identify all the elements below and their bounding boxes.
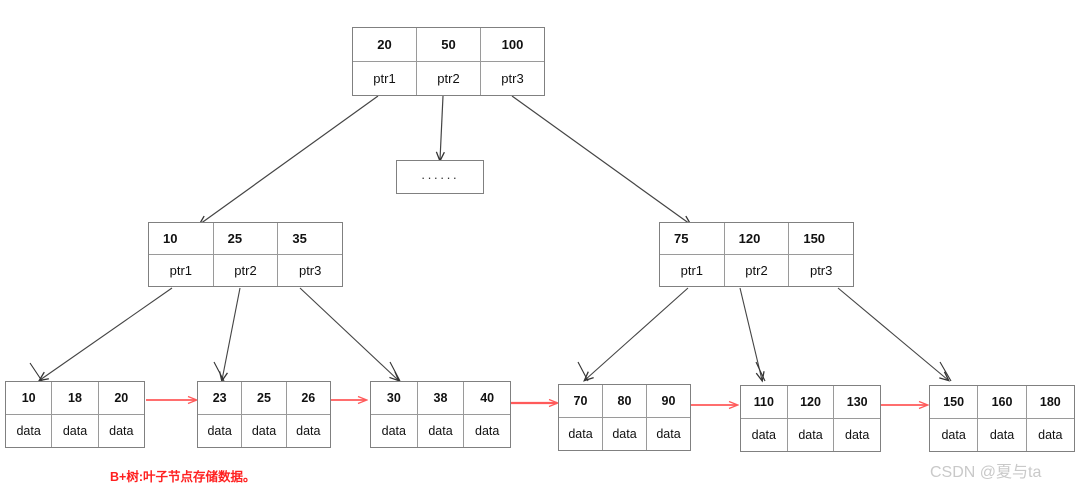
- leaf-5-data-2: data: [833, 419, 880, 451]
- edge-left-internal-to-leaf-3: [299, 287, 400, 382]
- leaf-3-key-2: 40: [463, 382, 510, 414]
- leaf-5-key-0: 110: [753, 395, 774, 409]
- leaf-3-key-0: 30: [386, 391, 401, 405]
- leaf-6-key-0: 150: [943, 395, 965, 409]
- leaf-5-key-2: 130: [833, 386, 880, 418]
- leaf-1-data-1: data: [51, 415, 97, 447]
- leaf-4-data-0: data: [568, 427, 593, 441]
- edge-root-to-right-internal: [511, 95, 693, 226]
- leaf-5-data-0: data: [751, 428, 776, 442]
- leaf-1-key-1: 18: [51, 382, 97, 414]
- root-pointer-1: ptr2: [416, 62, 480, 95]
- internal-right-pointer-2: ptr3: [788, 255, 853, 286]
- root-key-2: 100: [480, 28, 544, 61]
- edge-right-internal-to-leaf-5: [739, 287, 765, 383]
- internal-right-pointer-1: ptr2: [723, 255, 789, 286]
- internal-node-right[interactable]: 75 120 150 ptr1 ptr2 ptr3: [659, 222, 854, 287]
- leaf-2-key-2: 26: [285, 382, 330, 414]
- leaf-1-data-2: data: [97, 415, 144, 447]
- edge-root-to-left-internal: [197, 95, 379, 226]
- root-node[interactable]: 20 50 100 ptr1 ptr2 ptr3: [352, 27, 545, 96]
- internal-left-pointer-2: ptr3: [277, 255, 342, 286]
- leaf-2-key-0: 23: [212, 391, 227, 405]
- leaf-2-data-1: data: [241, 415, 285, 447]
- internal-left-key-0: 10: [163, 231, 178, 246]
- leaf-4-key-2: 90: [646, 385, 690, 417]
- root-key-0: 20: [377, 37, 392, 52]
- root-key-1: 50: [416, 28, 480, 61]
- leaf-tick-4: [577, 361, 589, 382]
- ellipsis-label: ······: [421, 169, 459, 185]
- leaf-4-key-0: 70: [573, 394, 588, 408]
- leaf-node-5[interactable]: 110 120 130 data data data: [740, 385, 881, 452]
- leaf-4-key-1: 80: [602, 385, 646, 417]
- internal-left-pointer-0: ptr1: [169, 263, 193, 278]
- leaf-node-3[interactable]: 30 38 40 data data data: [370, 381, 511, 448]
- edge-left-internal-to-leaf-2: [218, 287, 241, 383]
- leaf-3-data-2: data: [463, 415, 510, 447]
- internal-left-key-2: 35: [277, 223, 342, 254]
- internal-right-key-0: 75: [674, 231, 689, 246]
- internal-right-pointer-0: ptr1: [680, 263, 704, 278]
- leaf-5-data-1: data: [786, 419, 834, 451]
- leaf-2-data-0: data: [207, 424, 232, 438]
- leaf-node-2[interactable]: 23 25 26 data data data: [197, 381, 331, 448]
- leaf-1-data-0: data: [16, 424, 41, 438]
- root-pointer-2: ptr3: [480, 62, 544, 95]
- leaf-6-data-2: data: [1025, 419, 1074, 451]
- edge-root-to-ellipsis: [435, 95, 445, 163]
- leaf-6-data-1: data: [977, 419, 1025, 451]
- leaf-tick-1: [29, 362, 43, 382]
- leaf-5-key-1: 120: [786, 386, 834, 418]
- leaf-node-1[interactable]: 10 18 20 data data data: [5, 381, 145, 448]
- leaf-4-data-2: data: [646, 418, 690, 450]
- root-pointer-0: ptr1: [373, 71, 396, 86]
- leaf-1-key-0: 10: [21, 391, 36, 405]
- watermark: CSDN @夏与ta: [930, 464, 1042, 481]
- internal-right-key-2: 150: [788, 223, 853, 254]
- leaf-2-key-1: 25: [241, 382, 285, 414]
- internal-node-left[interactable]: 10 25 35 ptr1 ptr2 ptr3: [148, 222, 343, 287]
- leaf-1-key-2: 20: [97, 382, 144, 414]
- leaf-tick-5: [755, 361, 766, 382]
- leaf-tick-6: [939, 361, 952, 382]
- leaf-node-4[interactable]: 70 80 90 data data data: [558, 384, 691, 451]
- internal-right-key-1: 120: [723, 223, 789, 254]
- leaf-node-6[interactable]: 150 160 180 data data data: [929, 385, 1075, 452]
- edge-left-internal-to-leaf-1: [37, 287, 173, 382]
- leaf-6-key-2: 180: [1025, 386, 1074, 418]
- leaf-6-key-1: 160: [977, 386, 1025, 418]
- diagram-caption: B+树:叶子节点存储数据。: [110, 470, 256, 484]
- leaf-2-data-2: data: [285, 415, 330, 447]
- leaf-tick-2: [213, 361, 225, 382]
- edge-right-internal-to-leaf-4: [583, 287, 689, 382]
- edge-right-internal-to-leaf-6: [837, 287, 950, 382]
- leaf-3-data-0: data: [381, 424, 406, 438]
- leaf-4-data-1: data: [602, 418, 646, 450]
- leaf-3-data-1: data: [416, 415, 464, 447]
- internal-left-pointer-1: ptr2: [212, 255, 278, 286]
- leaf-tick-3: [389, 361, 401, 382]
- internal-left-key-1: 25: [212, 223, 278, 254]
- leaf-3-key-1: 38: [416, 382, 464, 414]
- ellipsis-node: ······: [396, 160, 484, 194]
- leaf-6-data-0: data: [941, 428, 966, 442]
